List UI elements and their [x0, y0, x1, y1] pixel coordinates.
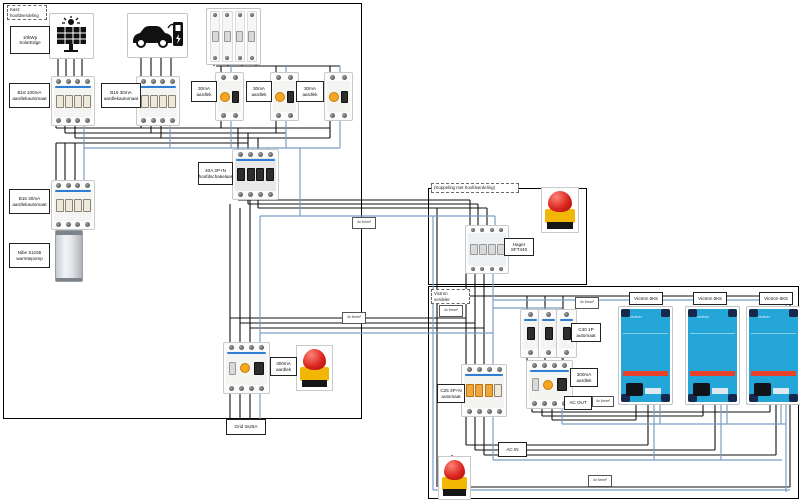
cable-spec-tag: 4x 6mm²: [439, 305, 463, 317]
label-hager: Hager SFT440: [504, 238, 534, 256]
transfer-box-title: (Koppeling met hoofdverdeling): [431, 183, 519, 193]
victron-logo: victron: [758, 314, 770, 319]
label-main-switch: 40A 3P+N hoofdschakelaar: [198, 162, 233, 185]
label-b16-100ma: B16 100mA aardlekautomaat: [9, 83, 50, 108]
label-rcd300-victron: 300mA aardlek: [570, 368, 598, 387]
victron-inverter-3: victron: [746, 306, 800, 405]
victron-box-title: Victron verdeler: [431, 289, 470, 304]
rcd-30ma-3: [324, 72, 353, 121]
solar-panel-icon: [57, 16, 86, 52]
label-rcd300-main: 300mA aardlek: [270, 357, 297, 376]
breaker-group-4x1p: [206, 8, 261, 65]
label-nibe: Nibe S1155 warmtepomp: [9, 243, 50, 268]
breaker-b16-30ma: [136, 76, 180, 126]
cable-spec-tag: 4x 6mm²: [342, 312, 366, 324]
label-ac-out: AC OUT: [564, 396, 592, 410]
label-solaredge: 10kWp SolarEdge: [10, 26, 50, 54]
label-rcd30-3: 30mA aardlek: [296, 81, 324, 102]
label-c25: C25 3P+N automaat: [437, 384, 465, 403]
emergency-stop-button-2: [541, 187, 579, 233]
emergency-stop-button-1: [296, 345, 333, 391]
main-board-title: Kast: hoofdverdeling: [7, 5, 47, 20]
ev-charger-tile: [127, 13, 188, 58]
ev-charger-icon: [133, 22, 183, 48]
main-switch-40a: [232, 149, 279, 200]
victron-logo: victron: [630, 314, 642, 319]
cable-spec-tag: 4x 6mm²: [352, 217, 376, 229]
breaker-c25-3pn: [461, 364, 507, 417]
label-victron-2: Victron 6K5: [693, 292, 727, 305]
victron-inverter-2: victron: [685, 306, 740, 405]
heat-pump-unit: [55, 230, 83, 282]
cable-spec-tag: 4x 6mm²: [575, 297, 599, 309]
breaker-module: [210, 11, 221, 62]
victron-inverter-1: victron: [618, 306, 673, 405]
label-grid: Grid 3x25A: [226, 419, 266, 435]
label-victron-1: Victron 6K5: [629, 292, 663, 305]
cable-spec-tag: 4x 6mm²: [588, 475, 612, 487]
breaker-module: [246, 11, 257, 62]
label-rcd30-2: 30mA aardlek: [246, 81, 272, 102]
label-rcd30-1: 30mA aardlek: [191, 81, 217, 102]
breaker-b16-100ma: [51, 76, 95, 126]
emergency-stop-button-3: [438, 456, 471, 500]
rcd-30ma-1: [215, 72, 244, 121]
breaker-c40-2: [538, 309, 559, 358]
rcd-300ma-main: [223, 342, 270, 394]
solar-panel-tile: [49, 13, 94, 59]
victron-logo: victron: [697, 314, 709, 319]
hager-sft440-switch: [465, 225, 509, 274]
label-victron-3: Victron 6K5: [759, 292, 793, 305]
cable-spec-tag: 4x 6mm²: [592, 396, 614, 407]
label-ac-in: AC IN: [498, 442, 527, 457]
label-b16-30ma-nibe: B16 30mA aardlekautomaat: [9, 189, 50, 214]
breaker-module: [234, 11, 245, 62]
label-c40: C40 1P automaat: [571, 323, 601, 342]
breaker-module: [222, 11, 233, 62]
rcd-30ma-2: [270, 72, 299, 121]
breaker-nibe: [51, 180, 95, 230]
main-board-box: [3, 3, 362, 419]
label-b16-30ma: B16 30mA aardlekautomaat: [101, 83, 141, 108]
